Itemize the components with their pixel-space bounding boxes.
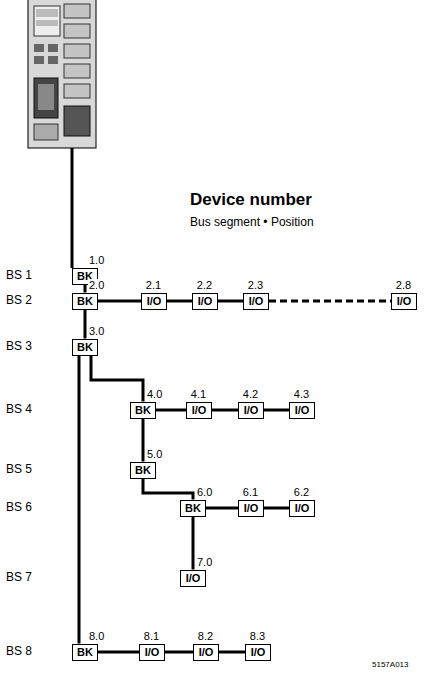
device-number: 2.2 [196, 279, 213, 291]
bus-device-box: 2.2I/O [192, 293, 218, 310]
device-number: 8.0 [88, 630, 105, 642]
bus-line [269, 300, 391, 303]
segment-label: BS 4 [6, 402, 32, 416]
device-type: I/O [186, 572, 201, 584]
bus-line [78, 356, 81, 644]
segment-label: BS 8 [6, 644, 32, 658]
bus-line [165, 651, 193, 654]
bus-line [264, 409, 289, 412]
bus-line [84, 285, 87, 293]
device-number: 3.0 [88, 325, 105, 337]
bus-line [218, 300, 243, 303]
device-number: 6.1 [242, 486, 259, 498]
bus-device-box: 2.3I/O [243, 293, 269, 310]
bus-line [142, 419, 145, 462]
device-number: 2.0 [88, 279, 105, 291]
bus-device-box: 8.1I/O [139, 644, 165, 661]
bus-device-box: 2.1I/O [141, 293, 167, 310]
bus-device-box: 6.2I/O [289, 500, 315, 517]
device-number: 2.8 [395, 279, 412, 291]
device-type: I/O [295, 502, 310, 514]
device-number: 2.1 [145, 279, 162, 291]
device-type: BK [77, 295, 93, 307]
device-type: I/O [199, 646, 214, 658]
bus-line [264, 507, 289, 510]
device-number: 8.3 [249, 630, 266, 642]
segment-label: BS 1 [6, 268, 32, 282]
device-number: 8.1 [143, 630, 160, 642]
segment-label: BS 5 [6, 462, 32, 476]
device-type: BK [185, 502, 201, 514]
device-type: I/O [145, 646, 160, 658]
bus-line [219, 651, 245, 654]
bus-device-box: 5.0BK [130, 462, 156, 479]
device-type: I/O [249, 295, 264, 307]
device-number: 5.0 [146, 448, 163, 460]
bus-device-box: 2.0BK [72, 293, 98, 310]
bus-line [212, 409, 238, 412]
segment-label: BS 7 [6, 570, 32, 584]
bus-line [192, 517, 195, 570]
bus-device-box: 6.0BK [180, 500, 206, 517]
device-type: I/O [198, 295, 213, 307]
bus-line [156, 409, 186, 412]
bus-line [167, 300, 192, 303]
bus-device-box: 7.0I/O [180, 570, 206, 587]
bus-line [84, 310, 87, 339]
bus-line [91, 356, 143, 402]
bus-line [98, 651, 139, 654]
device-type: BK [77, 646, 93, 658]
device-number: 4.2 [242, 388, 259, 400]
bus-line [143, 479, 193, 500]
bus-line [206, 507, 238, 510]
device-type: I/O [397, 295, 412, 307]
device-number: 4.1 [190, 388, 207, 400]
bus-device-box: 8.0BK [72, 644, 98, 661]
device-number: 8.2 [197, 630, 214, 642]
bus-device-box: 4.2I/O [238, 402, 264, 419]
device-type: I/O [244, 502, 259, 514]
segment-label: BS 6 [6, 500, 32, 514]
device-type: BK [135, 404, 151, 416]
device-number: 4.3 [293, 388, 310, 400]
device-number: 4.0 [146, 388, 163, 400]
figure-code: 5157A013 [372, 660, 408, 669]
bus-device-box: 8.3I/O [245, 644, 271, 661]
device-number: 2.3 [247, 279, 264, 291]
device-type: I/O [192, 404, 207, 416]
bus-device-box: 8.2I/O [193, 644, 219, 661]
device-type: I/O [147, 295, 162, 307]
device-number: 1.0 [88, 254, 105, 266]
diagram-title: Device number [190, 190, 312, 210]
bus-line [98, 300, 141, 303]
subtitle: Bus segment • Position [190, 215, 314, 229]
device-type: I/O [244, 404, 259, 416]
bus-device-box: 4.3I/O [289, 402, 315, 419]
bus-device-box: 6.1I/O [238, 500, 264, 517]
device-type: I/O [251, 646, 266, 658]
device-type: BK [135, 464, 151, 476]
device-type: I/O [295, 404, 310, 416]
device-type: BK [77, 341, 93, 353]
segment-label: BS 2 [6, 293, 32, 307]
bus-device-box: 3.0BK [72, 339, 98, 356]
device-number: 6.2 [293, 486, 310, 498]
device-number: 7.0 [196, 556, 213, 568]
bus-device-box: 4.0BK [130, 402, 156, 419]
device-number: 6.0 [196, 486, 213, 498]
bus-device-box: 4.1I/O [186, 402, 212, 419]
segment-label: BS 3 [6, 339, 32, 353]
bus-device-box: 2.8I/O [391, 293, 417, 310]
